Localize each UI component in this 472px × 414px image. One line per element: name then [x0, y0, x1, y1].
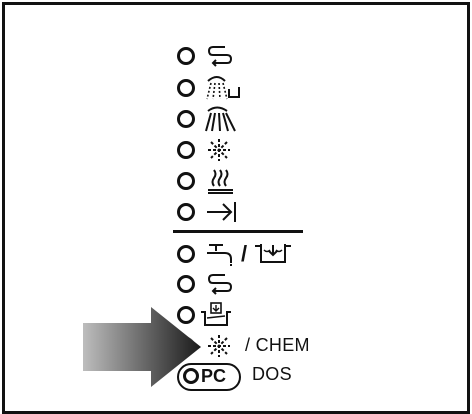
cold-rinse-icon: [205, 137, 243, 163]
pc-indicator: PC: [177, 363, 241, 391]
pointer-arrow: [83, 307, 201, 387]
detergent-dosing-icon: [199, 302, 237, 328]
fill-separator: /: [241, 241, 248, 266]
section-divider: [173, 230, 303, 233]
recirculation-icon: [205, 43, 243, 69]
indicator-led: [177, 245, 195, 263]
dos-label: DOS: [252, 364, 292, 384]
row-water-fill: /: [177, 241, 317, 271]
indicator-led: [177, 203, 195, 221]
indicator-led: [177, 306, 195, 324]
row-chem: / CHEM: [177, 333, 377, 363]
cold-chem-icon: [205, 333, 243, 359]
recirculation-icon: [205, 271, 243, 297]
indicator-led: [177, 275, 195, 293]
prewash-spray-icon: [205, 75, 243, 101]
drain-arrow-icon: [205, 199, 243, 225]
hot-rinse-icon: [205, 168, 243, 194]
indicator-led: [177, 79, 195, 97]
main-wash-spray-icon: [205, 106, 243, 132]
indicator-led: [177, 110, 195, 128]
indicator-panel: / / CHEM: [5, 5, 467, 411]
indicator-led: [183, 368, 199, 384]
indicator-led: [177, 172, 195, 190]
tank-fill-icon: [253, 241, 293, 267]
indicator-led: [177, 141, 195, 159]
pc-label: PC: [201, 366, 227, 386]
chem-label: / CHEM: [245, 335, 310, 355]
water-fill-icon: [205, 241, 243, 267]
indicator-led: [177, 47, 195, 65]
